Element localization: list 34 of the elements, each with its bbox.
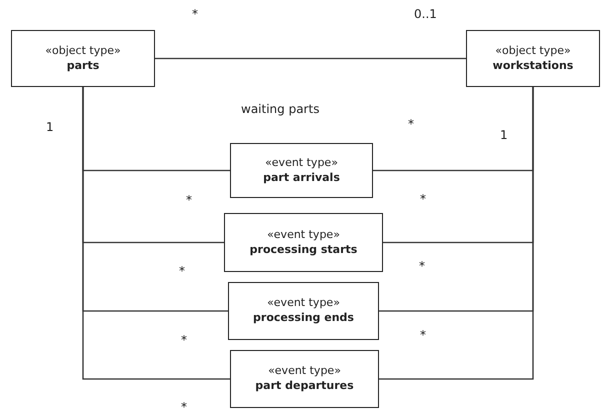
multiplicity-label: *	[192, 8, 198, 20]
multiplicity-label: *	[181, 401, 187, 412]
multiplicity-label: *	[420, 193, 426, 205]
object-type-box	[11, 30, 155, 87]
multiplicity-label: *	[181, 334, 187, 346]
stereotype-label: «event type»	[268, 364, 341, 379]
type-name: processing starts	[250, 242, 358, 258]
multiplicity-label: *	[186, 194, 192, 206]
multiplicity-label: *	[408, 118, 414, 130]
stereotype-label: «event type»	[267, 228, 340, 242]
multiplicity-label: *	[420, 329, 426, 341]
event-type-box	[230, 143, 373, 198]
stereotype-label: «object type»	[45, 44, 121, 58]
multiplicity-label: 0..1	[414, 8, 437, 20]
multiplicity-label: 1	[46, 121, 54, 133]
type-name: workstations	[492, 58, 574, 74]
event-type-box	[224, 213, 383, 272]
type-name: parts	[66, 58, 100, 74]
association-line	[82, 87, 230, 380]
type-name: processing ends	[253, 311, 354, 326]
object-type-box	[466, 30, 600, 87]
event-type-box	[228, 282, 379, 340]
association-line	[155, 58, 466, 60]
type-name: part departures	[255, 379, 354, 394]
event-type-box	[230, 350, 379, 408]
type-name: part arrivals	[263, 170, 340, 186]
multiplicity-label: 1	[500, 129, 508, 141]
multiplicity-label: *	[419, 260, 425, 272]
stereotype-label: «event type»	[267, 296, 340, 311]
stereotype-label: «object type»	[495, 44, 571, 58]
multiplicity-label: *	[179, 265, 185, 277]
edge-label: waiting parts	[241, 102, 320, 116]
association-line	[379, 87, 534, 380]
stereotype-label: «event type»	[265, 156, 338, 170]
